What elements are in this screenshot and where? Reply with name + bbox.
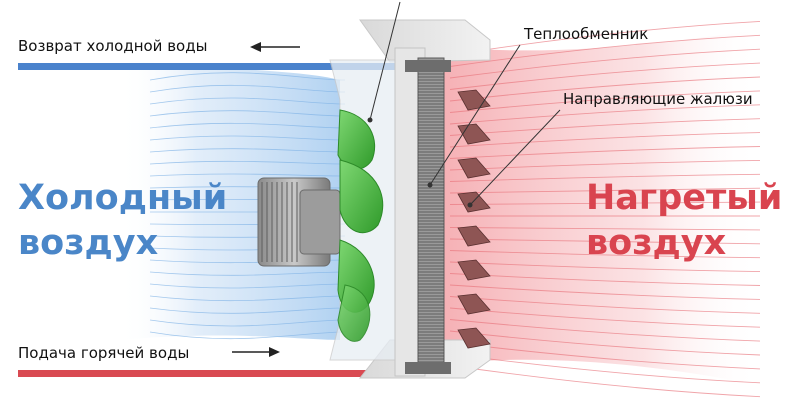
louvres-label: Направляющие жалюзи [563, 90, 753, 108]
supply-pipe [18, 370, 414, 377]
louvre-blade [457, 259, 491, 281]
return-pipe [18, 63, 414, 70]
hot-air-line2: воздух [586, 223, 727, 263]
exchanger-leader-dot [427, 182, 433, 188]
coil-header-bottom [405, 362, 451, 374]
guide-louvres [457, 89, 491, 349]
hot-air-title: Нагретый воздух [586, 176, 782, 266]
fan-impeller [337, 109, 384, 342]
coil-fins [418, 61, 444, 366]
louvre-leader-dot [467, 202, 473, 208]
louvre-blade [457, 191, 491, 213]
fan-motor [257, 177, 341, 267]
return-flow-arrow [250, 42, 300, 52]
louvre-blade [457, 157, 491, 179]
cold-air-line2: воздух [18, 223, 159, 263]
coil-header-top [405, 60, 451, 72]
leader-lines [369, 1, 561, 206]
supply-flow-arrow [232, 347, 280, 357]
cold-air-title: Холодный воздух [18, 176, 227, 266]
return-water-label: Возврат холодной воды [18, 37, 208, 55]
cold-air-line1: Холодный [18, 178, 228, 218]
hot-air-line1: Нагретый [586, 178, 783, 218]
louvre-blade [457, 293, 491, 315]
supply-water-label: Подача горячей воды [18, 344, 190, 362]
heat-exchanger-coil [417, 57, 445, 369]
fan-leader-dot [367, 117, 373, 123]
louvre-blade [457, 327, 491, 349]
heat-exchanger-label: Теплообменник [524, 25, 649, 43]
cold-air-flow [120, 60, 340, 340]
louvre-blade [457, 225, 491, 247]
motor-fins [261, 182, 298, 262]
